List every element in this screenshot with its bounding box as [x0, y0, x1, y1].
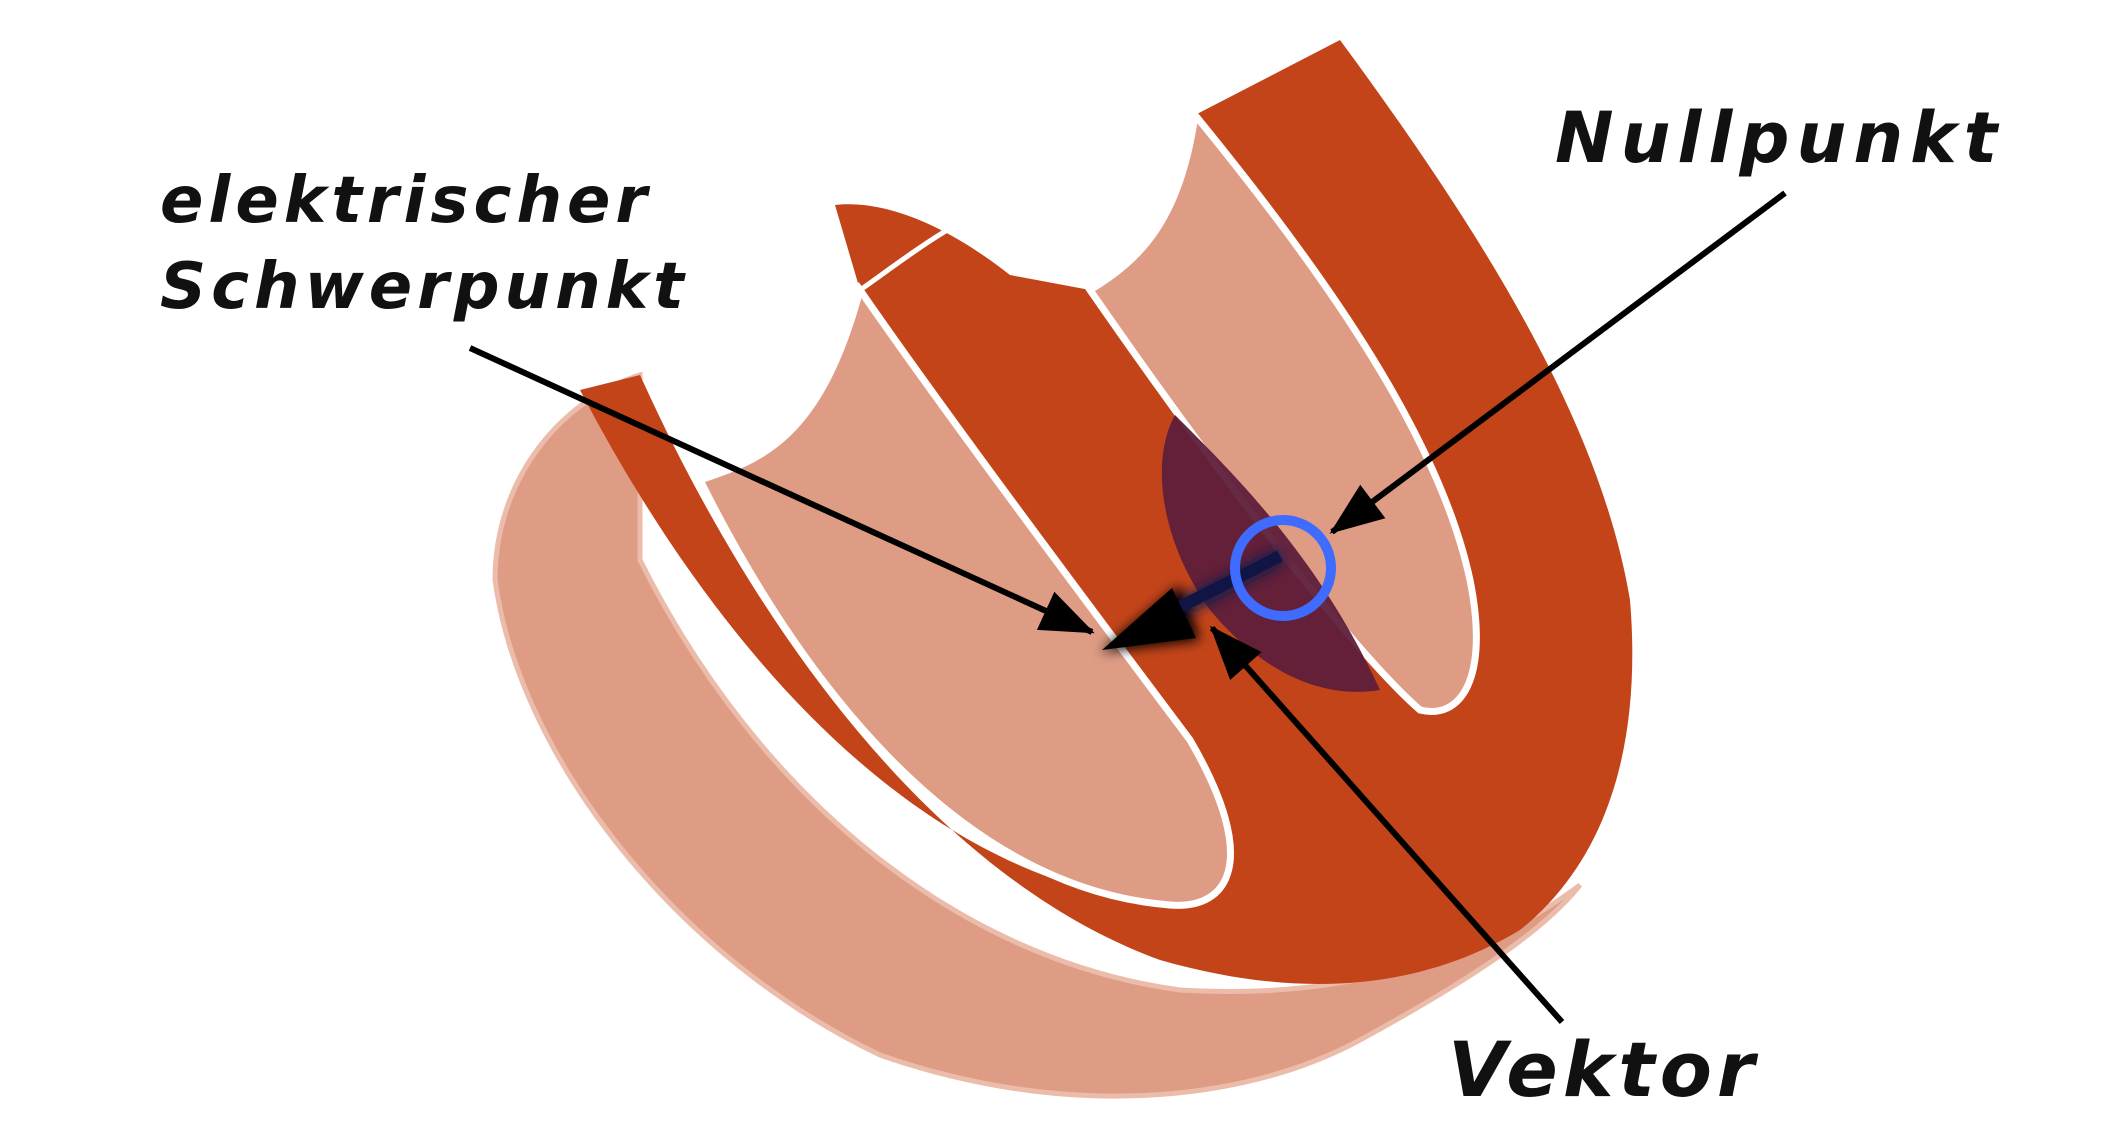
schwerpunkt-pointer	[468, 345, 1095, 635]
outer-light-band	[492, 371, 1582, 1099]
dark-band-outer	[580, 40, 1633, 984]
schwerpunkt-label-line2: Schwerpunkt	[160, 250, 689, 324]
vektor-pointer	[1209, 625, 1565, 1024]
nullpunkt-marker-ring	[1230, 515, 1336, 621]
nullpunkt-pointer	[1329, 190, 1787, 535]
vector-arrow-core	[1102, 550, 1283, 650]
vektor-label: Vektor	[1448, 1025, 1760, 1114]
front-band-top-edge	[858, 197, 1092, 293]
schwerpunkt-label: elektrischer Schwerpunkt	[160, 158, 689, 330]
middle-light-band	[695, 281, 1234, 909]
nullpunkt-label: Nullpunkt	[1555, 97, 2005, 179]
schwerpunkt-label-line1: elektrischer	[160, 164, 652, 238]
